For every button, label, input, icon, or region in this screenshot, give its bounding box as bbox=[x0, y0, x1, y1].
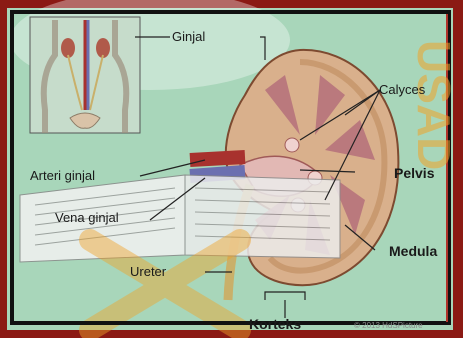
label-pelvis: Pelvis bbox=[394, 166, 434, 180]
copyright-credit: © 2013 HdSPicture bbox=[354, 322, 423, 330]
body-inset bbox=[30, 17, 140, 133]
label-calyces: Calyces bbox=[379, 83, 425, 96]
watermark-text: USAD bbox=[408, 40, 460, 170]
label-ureter: Ureter bbox=[130, 265, 166, 278]
renal-artery bbox=[190, 157, 245, 160]
watermark-letters: USAD bbox=[408, 40, 460, 170]
label-ginjal: Ginjal bbox=[172, 30, 205, 43]
label-vena-ginjal: Vena ginjal bbox=[55, 211, 119, 224]
label-arteri-ginjal: Arteri ginjal bbox=[30, 169, 95, 182]
label-medula: Medula bbox=[389, 244, 437, 258]
label-korteks: Korteks bbox=[249, 317, 301, 331]
